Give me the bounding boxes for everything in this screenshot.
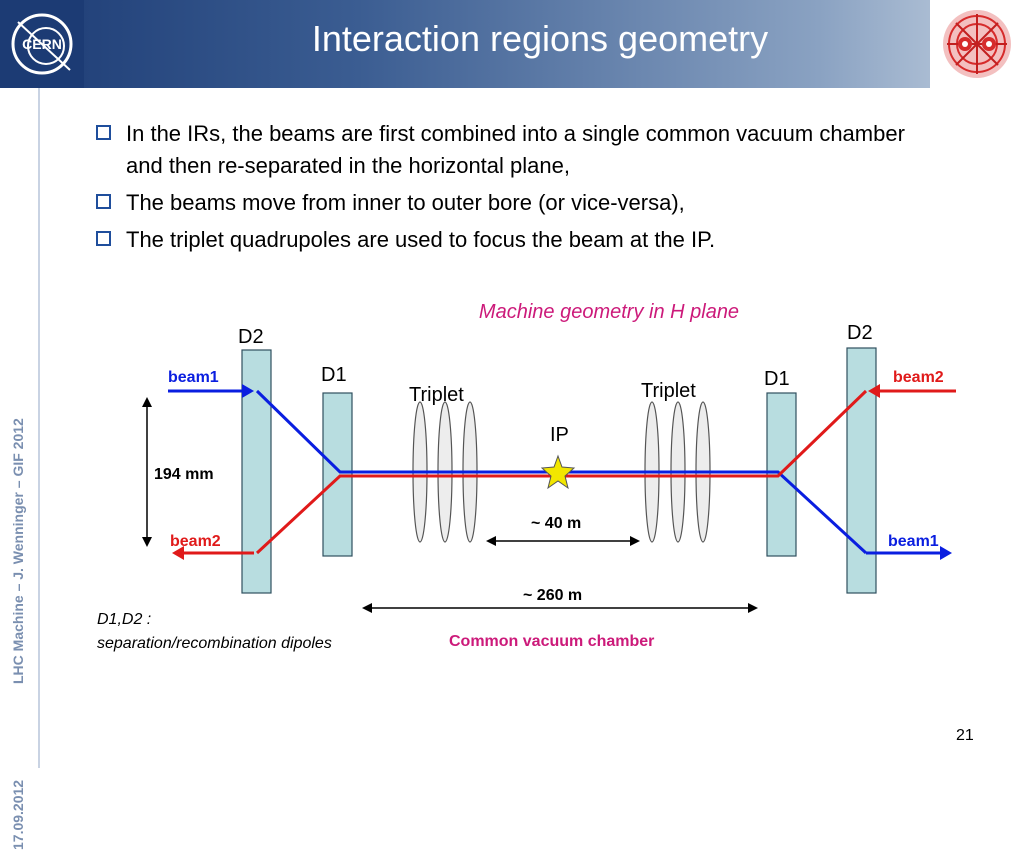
page-number: 21 xyxy=(956,727,974,744)
beam2-left-label: beam2 xyxy=(170,533,221,550)
separation-label: 194 mm xyxy=(154,466,214,483)
dipoles-description-label: separation/recombination dipoles xyxy=(97,635,332,652)
distance-40m-arrow xyxy=(486,536,640,546)
distance-260m-label: ~ 260 m xyxy=(523,587,582,604)
bullet-text: The triplet quadrupoles are used to focu… xyxy=(126,227,716,252)
separation-dimension-arrow xyxy=(142,397,152,547)
d2-right-magnet xyxy=(846,347,877,594)
checkbox-bullet-icon xyxy=(96,125,111,140)
beam2-right-arrow xyxy=(868,384,956,398)
ip-star-icon xyxy=(540,454,576,490)
cern-logo: CERN xyxy=(0,0,84,88)
distance-260m-arrow xyxy=(362,603,758,613)
bullet-text: The beams move from inner to outer bore … xyxy=(126,190,685,215)
bullet-item: The beams move from inner to outer bore … xyxy=(96,187,936,219)
diagram-caption: Machine geometry in H plane xyxy=(479,301,739,323)
d2-right-label: D2 xyxy=(847,322,873,344)
sidebar-date-text: 17.09.2012 xyxy=(10,779,26,850)
bullet-item: The triplet quadrupoles are used to focu… xyxy=(96,224,936,256)
beam1-right-label: beam1 xyxy=(888,533,939,550)
dipoles-title-label: D1,D2 : xyxy=(97,611,151,628)
triplet-right-label: Triplet xyxy=(641,380,696,402)
d1-left-label: D1 xyxy=(321,364,347,386)
beam2-left-arrow xyxy=(172,546,254,560)
ip-label: IP xyxy=(550,424,569,446)
sidebar: LHC Machine – J. Wenninger – GIF 2012 17… xyxy=(0,88,40,850)
svg-text:CERN: CERN xyxy=(22,36,62,52)
ir-geometry-diagram: Machine geometry in H plane xyxy=(97,301,956,652)
d2-left-label: D2 xyxy=(238,326,264,348)
bullet-list: In the IRs, the beams are first combined… xyxy=(96,118,936,261)
d1-right-label: D1 xyxy=(764,368,790,390)
page-title: Interaction regions geometry xyxy=(311,18,769,59)
checkbox-bullet-icon xyxy=(96,194,111,209)
beam1-right-arrow xyxy=(866,546,952,560)
beam2-right-label: beam2 xyxy=(893,369,944,386)
common-chamber-label: Common vacuum chamber xyxy=(449,633,654,650)
triplet-left-label: Triplet xyxy=(409,384,464,406)
distance-40m-label: ~ 40 m xyxy=(531,515,581,532)
d2-left-magnet xyxy=(241,349,272,594)
checkbox-bullet-icon xyxy=(96,231,111,246)
bullet-text: In the IRs, the beams are first combined… xyxy=(126,121,905,178)
lhc-logo xyxy=(930,0,1024,88)
bullet-item: In the IRs, the beams are first combined… xyxy=(96,118,936,182)
beam1-left-label: beam1 xyxy=(168,369,219,386)
header-bar: CERN Interaction regions geometry xyxy=(0,0,1024,88)
beam1-left-arrow xyxy=(168,384,254,398)
